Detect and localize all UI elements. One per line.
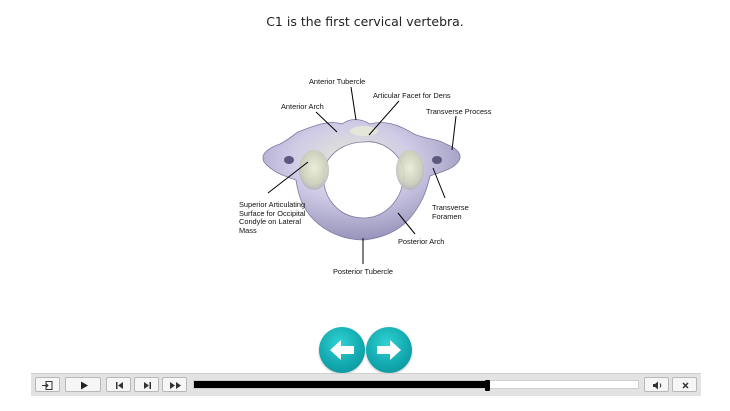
previous-button[interactable]	[319, 327, 365, 373]
step-forward-button[interactable]	[134, 377, 159, 392]
close-icon	[682, 382, 689, 389]
label-anterior-tubercle: Anterior Tubercle	[309, 77, 366, 86]
vertebra-illustration	[262, 86, 461, 264]
fast-forward-button[interactable]	[162, 377, 187, 392]
progress-fill	[194, 381, 488, 388]
play-button[interactable]	[65, 377, 101, 392]
label-anterior-arch: Anterior Arch	[281, 102, 324, 111]
c1-vertebra-diagram: Anterior Tubercle Articular Facet for De…	[239, 77, 492, 276]
label-superior-articulating-surface: Superior Articulating Surface for Occipi…	[239, 200, 306, 235]
step-forward-icon	[144, 382, 151, 389]
progress-thumb[interactable]	[485, 380, 491, 391]
transverse-foramen-left	[284, 156, 294, 164]
slide-caption: C1 is the first cervical vertebra.	[266, 14, 464, 29]
skip-back-icon	[116, 382, 123, 389]
play-icon	[81, 381, 88, 390]
articular-facet-dens	[350, 126, 378, 136]
superior-facet-left	[299, 150, 329, 190]
player-toolbar	[31, 373, 701, 396]
label-transverse-process: Transverse Process	[426, 107, 492, 116]
leader-lines	[267, 86, 457, 264]
progress-track[interactable]	[193, 380, 639, 391]
volume-button[interactable]	[644, 377, 669, 392]
transverse-foramen-right	[432, 156, 442, 164]
arrow-left-icon	[330, 340, 354, 360]
next-button[interactable]	[366, 327, 412, 373]
label-articular-facet-dens: Articular Facet for Dens	[373, 91, 451, 100]
arrow-right-icon	[377, 340, 401, 360]
label-transverse-foramen: Transverse Foramen	[432, 203, 469, 221]
superior-facet-right	[396, 150, 424, 190]
exit-icon	[42, 381, 53, 390]
label-posterior-arch: Posterior Arch	[398, 237, 445, 246]
exit-button[interactable]	[35, 377, 60, 392]
volume-icon	[653, 381, 662, 390]
close-button[interactable]	[672, 377, 697, 392]
skip-back-button[interactable]	[106, 377, 131, 392]
fast-forward-icon	[170, 382, 181, 389]
label-posterior-tubercle: Posterior Tubercle	[333, 267, 393, 276]
